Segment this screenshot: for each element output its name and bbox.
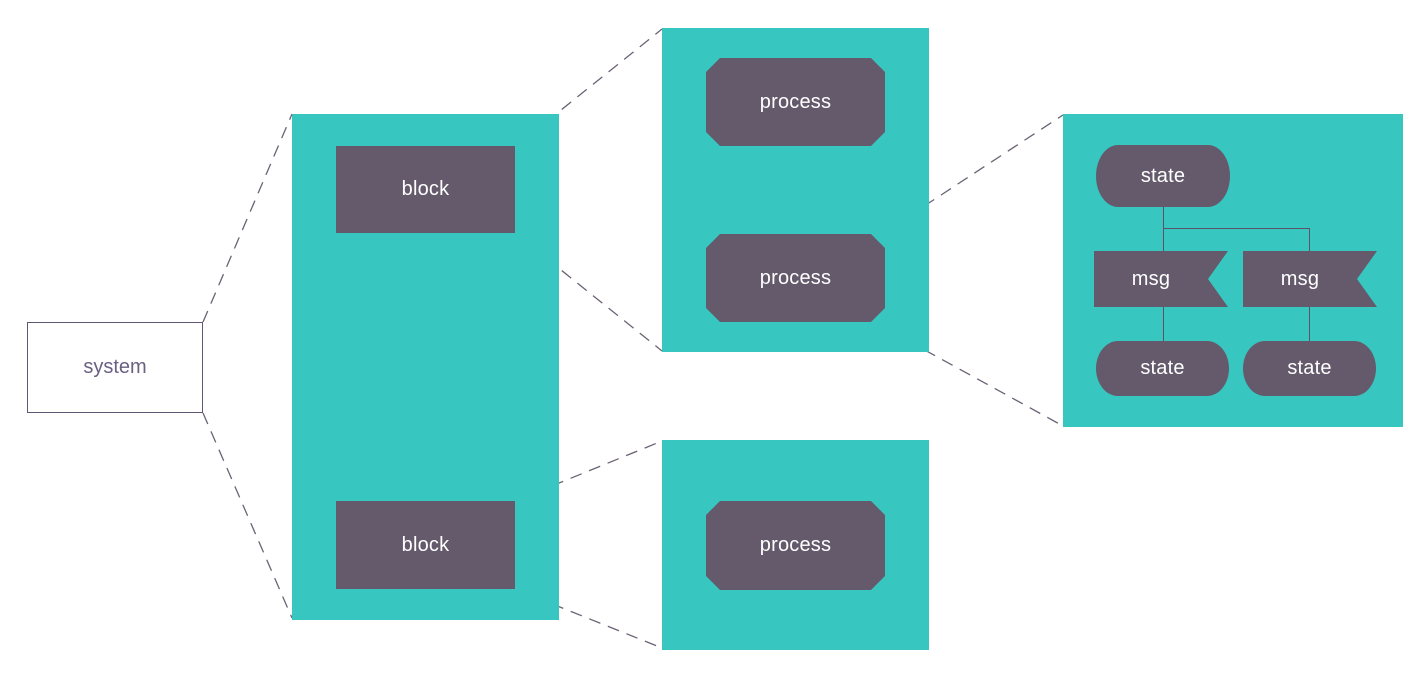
process-node-2: process [706, 234, 885, 322]
process-node-3: process [706, 501, 885, 590]
dashed-connector-system-to-block-container-bottom [202, 412, 293, 619]
connector-branch-horizontal [1163, 228, 1310, 229]
connector-branch-to-msg2 [1309, 228, 1310, 251]
msg-node-2: msg [1243, 251, 1377, 307]
msg-node-1: msg [1094, 251, 1228, 307]
state-node-1: state [1096, 145, 1230, 207]
state-label: state [1287, 357, 1332, 379]
block-node-1: block [336, 146, 515, 233]
process-label: process [759, 90, 832, 113]
system-label: system [83, 356, 147, 378]
process-node-1: process [706, 58, 885, 146]
msg-label: msg [1280, 267, 1320, 290]
block-label: block [401, 178, 450, 200]
block-label: block [401, 533, 450, 556]
connector-msg2-to-state3 [1309, 307, 1310, 341]
process-label: process [759, 266, 832, 289]
process-label: process [759, 534, 832, 556]
state-node-2: state [1096, 341, 1229, 396]
block-node-2: block [336, 501, 515, 589]
state-label: state [1140, 357, 1185, 379]
state-node-3: state [1243, 341, 1376, 396]
dashed-connector-system-to-block-container-top [202, 113, 293, 323]
system-node: system [27, 322, 203, 413]
msg-label: msg [1131, 267, 1171, 290]
state-label: state [1140, 164, 1186, 187]
connector-msg1-to-state2 [1163, 307, 1164, 341]
